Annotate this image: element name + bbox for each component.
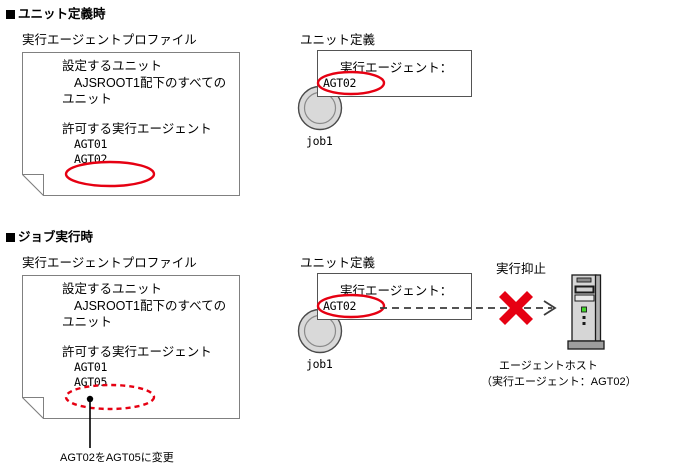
unit-definition-title-1: ユニット定義 xyxy=(300,33,376,47)
profile-body-2: 設定するユニット AJSROOT1配下のすべての ユニット 許可する実行エージェ… xyxy=(62,281,226,390)
profile-line-agent-highlighted: AGT02 xyxy=(74,152,108,167)
profile-title-2: 実行エージェントプロファイル xyxy=(22,256,197,270)
profile-line: AJSROOT1配下のすべての xyxy=(74,298,227,313)
unit-field-label-1: 実行エージェント： xyxy=(340,61,453,75)
unit-field-value-1: AGT02 xyxy=(323,76,357,90)
profile-spacer xyxy=(62,331,226,344)
unit-definition-box-1: 実行エージェント： AGT02 xyxy=(317,50,472,97)
profile-line: 設定するユニット xyxy=(62,282,163,296)
profile-title-1: 実行エージェントプロファイル xyxy=(22,33,197,47)
agent-host-server-icon xyxy=(567,274,605,350)
profile-line: 許可する実行エージェント xyxy=(62,344,212,359)
section-bullet-icon xyxy=(6,10,15,19)
unit-field-label-2: 実行エージェント： xyxy=(340,284,453,298)
profile-line: 許可する実行エージェント xyxy=(62,121,212,136)
unit-definition-title-2: ユニット定義 xyxy=(300,256,376,270)
profile-document-shape-1 xyxy=(22,52,240,196)
profile-document-shape-2 xyxy=(22,275,240,419)
profile-line-agent: AGT01 xyxy=(74,137,108,151)
profile-document-2 xyxy=(22,275,240,419)
profile-change-annotation: AGT02をAGT05に変更 xyxy=(60,452,174,464)
section-heading-job-execution: ジョブ実行時 xyxy=(6,231,93,244)
profile-line-agent-highlighted: AGT05 xyxy=(74,375,108,390)
section-heading-unit-definition: ユニット定義時 xyxy=(6,8,106,21)
profile-body-1: 設定するユニット AJSROOT1配下のすべての ユニット 許可する実行エージェ… xyxy=(62,58,226,167)
profile-line: ユニット xyxy=(62,315,113,329)
agent-host-sublabel: （実行エージェント：AGT02） xyxy=(481,376,637,388)
profile-line: AJSROOT1配下のすべての xyxy=(74,75,227,90)
profile-line: ユニット xyxy=(62,92,113,106)
unit-field-value-2: AGT02 xyxy=(323,299,357,313)
job-node-label-1: job1 xyxy=(306,134,333,148)
unit-definition-box-2: 実行エージェント： AGT02 xyxy=(317,273,472,320)
section-bullet-icon xyxy=(6,233,15,242)
job-node-icon-1 xyxy=(297,85,343,131)
blocked-x-icon xyxy=(498,290,534,326)
suppression-label: 実行抑止 xyxy=(496,262,547,276)
agent-host-label: エージェントホスト xyxy=(499,360,598,372)
profile-line-agent: AGT01 xyxy=(74,360,108,374)
job-node-label-2: job1 xyxy=(306,357,333,371)
profile-document-1 xyxy=(22,52,240,196)
profile-line: 設定するユニット xyxy=(62,59,163,73)
profile-spacer xyxy=(62,108,226,121)
